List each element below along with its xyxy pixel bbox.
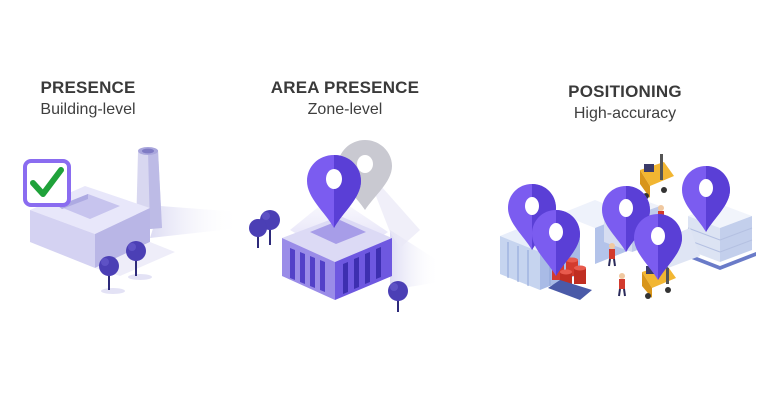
area-presence-heading: AREA PRESENCE Zone-level — [245, 78, 445, 119]
presence-title: PRESENCE — [40, 78, 136, 97]
presence-heading: PRESENCE Building-level — [0, 78, 188, 119]
tree-icon — [249, 219, 267, 248]
area-presence-panel: AREA PRESENCE Zone-level — [245, 0, 445, 402]
presence-panel: PRESENCE Building-level — [0, 0, 200, 402]
factory-icon — [30, 147, 240, 276]
check-badge-icon — [23, 159, 71, 207]
positioning-subtitle: High-accuracy — [573, 105, 677, 122]
location-pin-icon — [307, 155, 361, 228]
positioning-title: POSITIONING — [568, 82, 682, 101]
positioning-heading: POSITIONING High-accuracy — [525, 82, 725, 123]
tree-icon — [126, 241, 152, 280]
location-pin-icon — [602, 186, 650, 252]
building-icon — [282, 168, 440, 300]
location-pin-icon — [682, 166, 730, 232]
location-pin-icon — [634, 214, 682, 280]
presence-subtitle: Building-level — [40, 101, 136, 118]
location-pin-icon — [532, 210, 580, 276]
forklift-icon — [640, 154, 676, 299]
pallet-icon — [684, 204, 756, 270]
positioning-panel: POSITIONING High-accuracy — [525, 0, 725, 402]
area-presence-subtitle: Zone-level — [307, 101, 383, 118]
area-presence-title: AREA PRESENCE — [270, 78, 420, 97]
tree-icon — [99, 256, 125, 294]
tree-icon — [388, 281, 408, 312]
